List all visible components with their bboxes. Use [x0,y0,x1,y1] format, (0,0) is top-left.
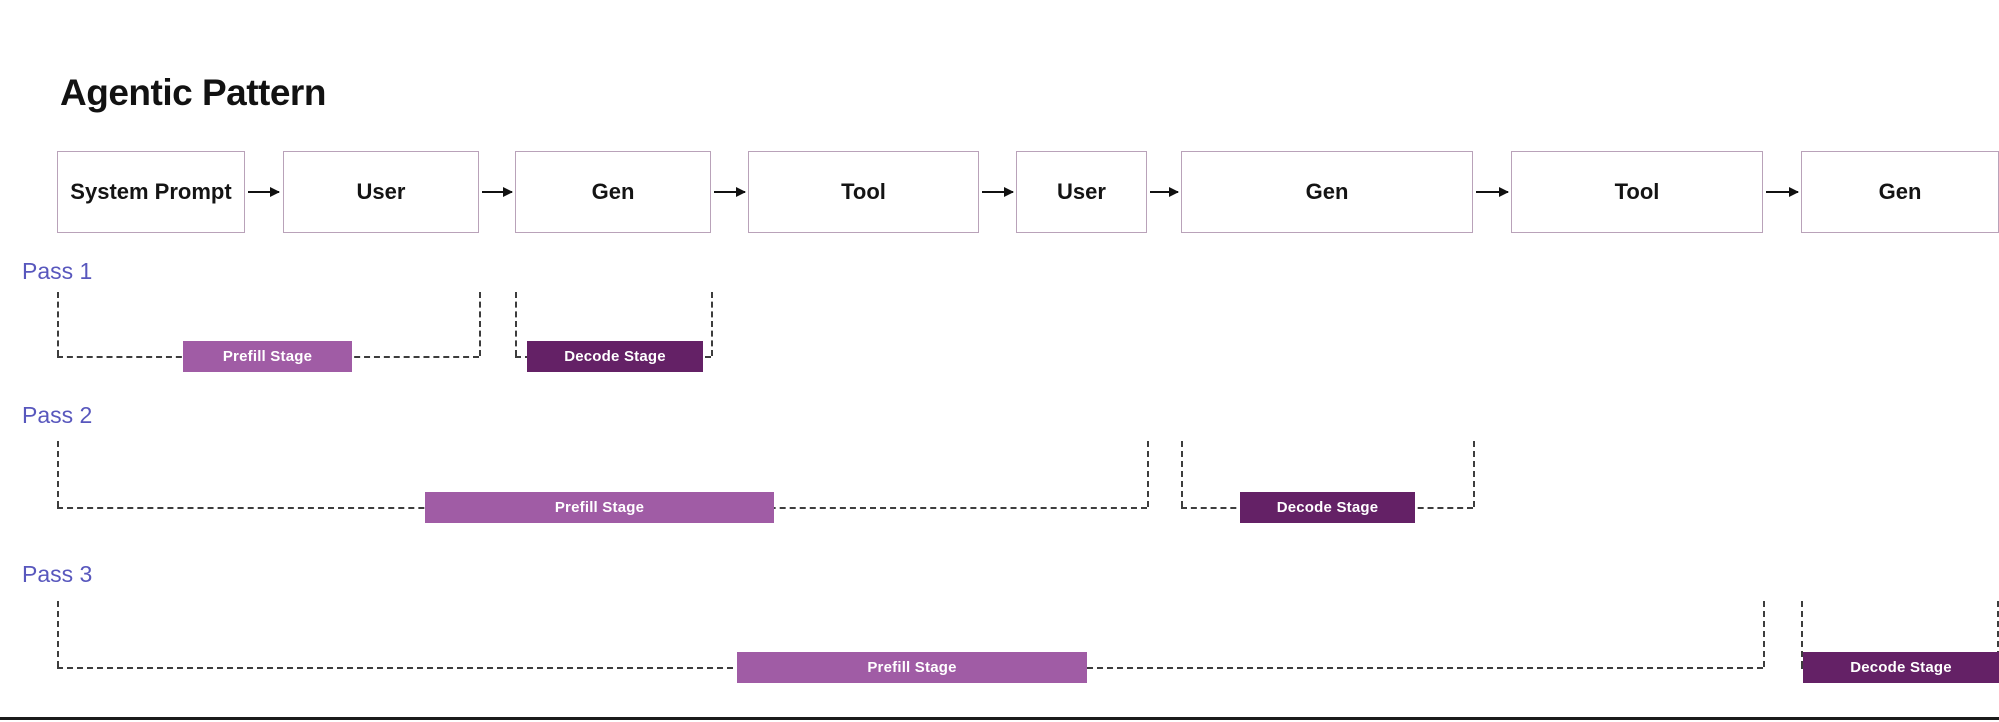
pipeline-box-gen[interactable]: Gen [515,151,711,233]
decode-stage-bar-1[interactable]: Decode Stage [527,341,703,372]
pipeline-box-user[interactable]: User [1016,151,1147,233]
decode-bracket-right-2 [1473,441,1475,507]
prefill-stage-bar-2[interactable]: Prefill Stage [425,492,774,523]
prefill-bracket-left-2 [57,441,59,507]
decode-bracket-right-3 [1997,601,1999,667]
arrow-icon [1476,187,1509,197]
arrow-icon [248,187,280,197]
pipeline-box-gen[interactable]: Gen [1801,151,1999,233]
pass-label-1: Pass 1 [22,258,93,284]
decode-bracket-right-1 [711,292,713,356]
prefill-stage-bar-3[interactable]: Prefill Stage [737,652,1087,683]
prefill-bracket-left-3 [57,601,59,667]
decode-bracket-left-1 [515,292,517,356]
page-title: Agentic Pattern [60,72,326,113]
prefill-bracket-right-2 [1147,441,1149,507]
prefill-stage-bar-1[interactable]: Prefill Stage [183,341,352,372]
arrow-icon [982,187,1014,197]
bottom-rule [0,717,1999,720]
prefill-bracket-right-1 [479,292,481,356]
arrow-icon [714,187,746,197]
pipeline-box-user[interactable]: User [283,151,479,233]
arrow-icon [1766,187,1799,197]
arrow-icon [1150,187,1179,197]
pipeline-row: System Prompt User Gen Tool User Gen Tool Gen [0,151,1999,233]
pass-label-3: Pass 3 [22,561,93,587]
prefill-bracket-right-3 [1763,601,1765,667]
arrow-icon [482,187,513,197]
pipeline-box-gen[interactable]: Gen [1181,151,1473,233]
pass-label-2: Pass 2 [22,402,93,428]
pipeline-box-system-prompt[interactable]: System Prompt [57,151,245,233]
decode-stage-bar-3[interactable]: Decode Stage [1803,652,1999,683]
pipeline-box-tool[interactable]: Tool [748,151,979,233]
pipeline-box-tool[interactable]: Tool [1511,151,1763,233]
decode-bracket-left-3 [1801,601,1803,667]
decode-bracket-left-2 [1181,441,1183,507]
decode-stage-bar-2[interactable]: Decode Stage [1240,492,1415,523]
prefill-bracket-left-1 [57,292,59,356]
